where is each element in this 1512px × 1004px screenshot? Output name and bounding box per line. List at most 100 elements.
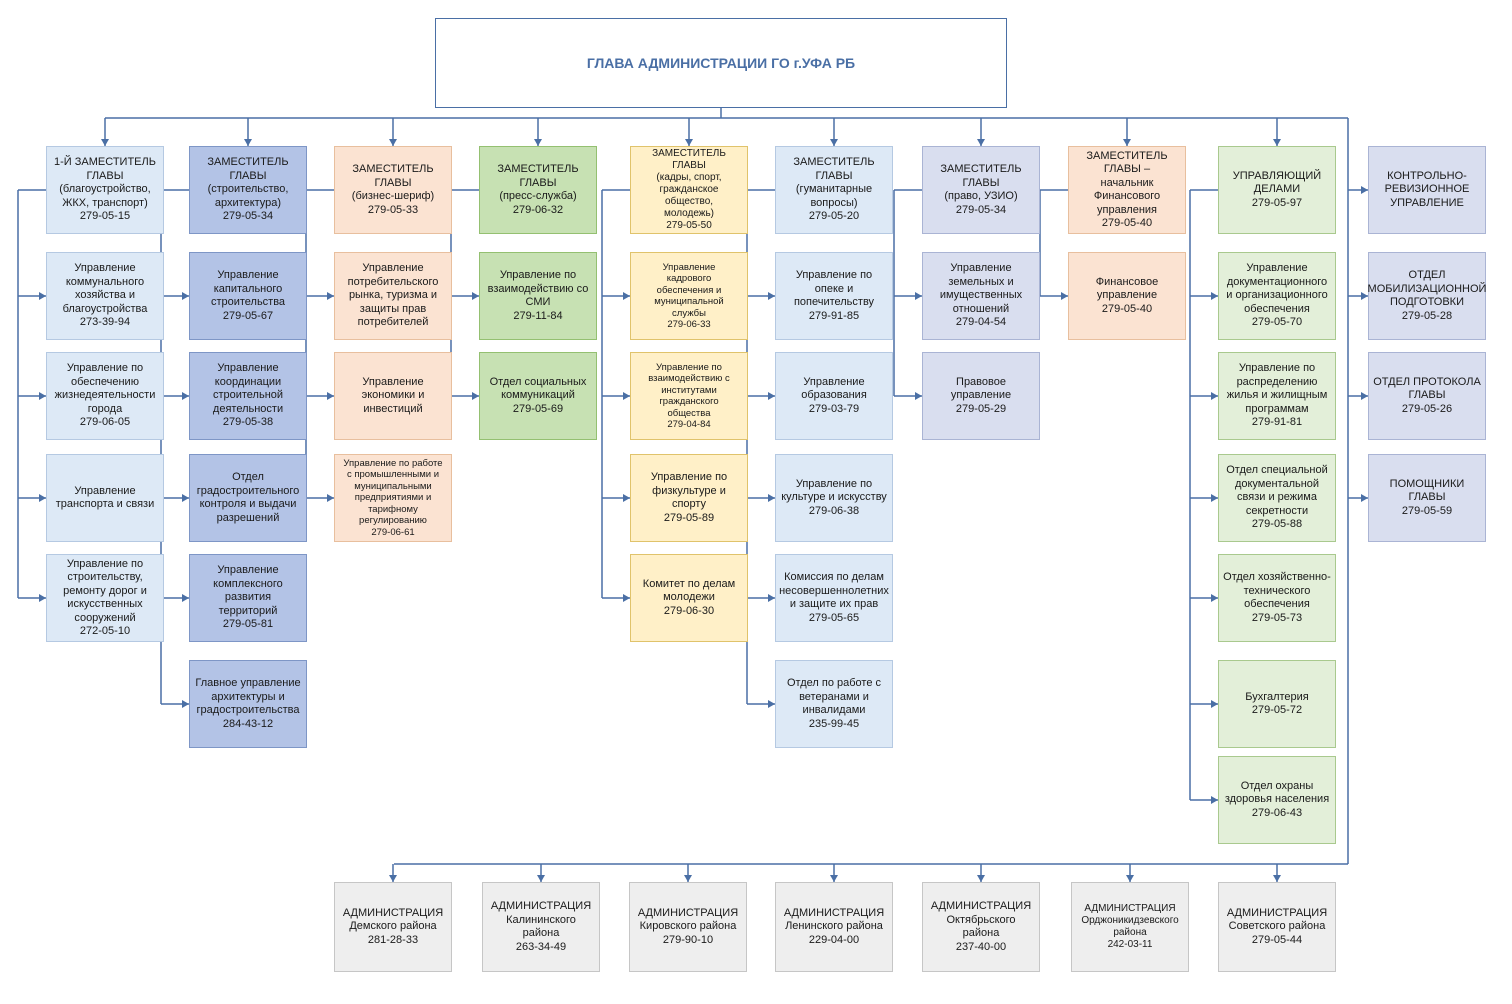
staff-box-1-label: ОТДЕЛ МОБИЛИЗАЦИОННОЙ ПОДГОТОВКИ 279-05-… xyxy=(1367,269,1487,322)
column-0-header[interactable]: 1-Й ЗАМЕСТИТЕЛЬ ГЛАВЫ (благоустройство, … xyxy=(46,146,164,234)
col-1-arrow xyxy=(244,139,252,146)
staff-box-1[interactable]: ОТДЕЛ МОБИЛИЗАЦИОННОЙ ПОДГОТОВКИ 279-05-… xyxy=(1368,252,1486,340)
column-6-unit-0[interactable]: Управление земельных и имущественных отн… xyxy=(922,252,1040,340)
column-1-unit-4[interactable]: Главное управление архитектуры и градост… xyxy=(189,660,307,748)
column-1-unit-0[interactable]: Управление капитального строительства 27… xyxy=(189,252,307,340)
col-3-arrow xyxy=(534,139,542,146)
column-1-unit-2[interactable]: Отдел градостроительного контроля и выда… xyxy=(189,454,307,542)
column-7-header-label: ЗАМЕСТИТЕЛЬ ГЛАВЫ – начальник Финансовог… xyxy=(1086,149,1168,230)
column-4-header[interactable]: ЗАМЕСТИТЕЛЬ ГЛАВЫ (кадры, спорт, граждан… xyxy=(630,146,748,234)
column-6-unit-1[interactable]: Правовое управление 279-05-29 xyxy=(922,352,1040,440)
column-3-unit-1-label: Отдел социальных коммуникаций 279-05-69 xyxy=(489,375,587,415)
column-2-unit-2-label: Управление по работе с промышленными и м… xyxy=(343,457,443,538)
column-5-unit-2[interactable]: Управление по культуре и искусству 279-0… xyxy=(775,454,893,542)
col-2-unit-1-arrow xyxy=(327,392,334,400)
column-3-unit-1[interactable]: Отдел социальных коммуникаций 279-05-69 xyxy=(479,352,597,440)
column-0-unit-0[interactable]: Управление коммунального хозяйства и бла… xyxy=(46,252,164,340)
column-8-unit-5-label: Отдел охраны здоровья населения 279-06-4… xyxy=(1224,779,1330,819)
column-0-unit-2-label: Управление транспорта и связи xyxy=(55,484,155,511)
staff-box-2[interactable]: ОТДЕЛ ПРОТОКОЛА ГЛАВЫ 279-05-26 xyxy=(1368,352,1486,440)
col-5-unit-1-arrow xyxy=(768,392,775,400)
column-0-unit-3-label: Управление по строительству, ремонту дор… xyxy=(63,557,147,638)
column-8-header[interactable]: УПРАВЛЯЮЩИЙ ДЕЛАМИ 279-05-97 xyxy=(1218,146,1336,234)
column-5-unit-3[interactable]: Комиссия по делам несовершеннолетних и з… xyxy=(775,554,893,642)
col-5-unit-3-arrow xyxy=(768,594,775,602)
column-1-unit-3[interactable]: Управление комплексного развития террито… xyxy=(189,554,307,642)
district-box-5[interactable]: АДМИНИСТРАЦИЯ Орджоникидзевского района … xyxy=(1071,882,1189,972)
column-3-header[interactable]: ЗАМЕСТИТЕЛЬ ГЛАВЫ (пресс-служба) 279-06-… xyxy=(479,146,597,234)
column-8-unit-1[interactable]: Управление по распределению жилья и жили… xyxy=(1218,352,1336,440)
staff-box-2-label: ОТДЕЛ ПРОТОКОЛА ГЛАВЫ 279-05-26 xyxy=(1373,375,1481,415)
column-2-header[interactable]: ЗАМЕСТИТЕЛЬ ГЛАВЫ (бизнес-шериф) 279-05-… xyxy=(334,146,452,234)
head-box[interactable]: ГЛАВА АДМИНИСТРАЦИИ ГО г.УФА РБ xyxy=(435,18,1007,108)
col-5-unit-0-arrow xyxy=(768,292,775,300)
column-7-header[interactable]: ЗАМЕСТИТЕЛЬ ГЛАВЫ – начальник Финансовог… xyxy=(1068,146,1186,234)
column-2-unit-1[interactable]: Управление экономики и инвестиций xyxy=(334,352,452,440)
district-box-2[interactable]: АДМИНИСТРАЦИЯ Кировского района 279-90-1… xyxy=(629,882,747,972)
column-2-unit-0[interactable]: Управление потребительского рынка, туриз… xyxy=(334,252,452,340)
staff-box-3-label: ПОМОЩНИКИ ГЛАВЫ 279-05-59 xyxy=(1389,477,1465,517)
column-6-header[interactable]: ЗАМЕСТИТЕЛЬ ГЛАВЫ (право, УЗИО) 279-05-3… xyxy=(922,146,1040,234)
district-box-5-label: АДМИНИСТРАЦИЯ Орджоникидзевского района … xyxy=(1081,903,1179,950)
district-box-6-label: АДМИНИСТРАЦИЯ Советского района 279-05-4… xyxy=(1226,906,1328,946)
district-box-3-label: АДМИНИСТРАЦИЯ Ленинского района 229-04-0… xyxy=(783,906,885,946)
col-8-unit-1-arrow xyxy=(1211,392,1218,400)
district-box-4-label: АДМИНИСТРАЦИЯ Октябрьского района 237-40… xyxy=(930,900,1032,953)
column-4-unit-0[interactable]: Управление кадрового обеспечения и муниц… xyxy=(630,252,748,340)
column-8-unit-2[interactable]: Отдел специальной документальной связи и… xyxy=(1218,454,1336,542)
column-5-unit-4-label: Отдел по работе с ветеранами и инвалидам… xyxy=(786,677,881,730)
column-1-unit-1[interactable]: Управление координации строительной деят… xyxy=(189,352,307,440)
col-5-unit-2-arrow xyxy=(768,494,775,502)
column-4-unit-1[interactable]: Управление по взаимодействию с института… xyxy=(630,352,748,440)
district-box-0[interactable]: АДМИНИСТРАЦИЯ Демского района 281-28-33 xyxy=(334,882,452,972)
col-3-unit-0-arrow xyxy=(472,292,479,300)
col-1-unit-3-arrow xyxy=(182,594,189,602)
column-8-unit-4[interactable]: Бухгалтерия 279-05-72 xyxy=(1218,660,1336,748)
column-8-unit-3[interactable]: Отдел хозяйственно- технического обеспеч… xyxy=(1218,554,1336,642)
column-4-unit-2-label: Управление по физкультуре и спорту 279-0… xyxy=(650,471,728,524)
column-0-unit-1-label: Управление по обеспечению жизнедеятельно… xyxy=(54,362,156,429)
column-5-unit-1-label: Управление образования 279-03-79 xyxy=(801,375,867,415)
district-box-1[interactable]: АДМИНИСТРАЦИЯ Калининского района 263-34… xyxy=(482,882,600,972)
col-1-unit-2-arrow xyxy=(182,494,189,502)
column-5-unit-4[interactable]: Отдел по работе с ветеранами и инвалидам… xyxy=(775,660,893,748)
column-1-header[interactable]: ЗАМЕСТИТЕЛЬ ГЛАВЫ (строительство, архите… xyxy=(189,146,307,234)
staff-box-3[interactable]: ПОМОЩНИКИ ГЛАВЫ 279-05-59 xyxy=(1368,454,1486,542)
column-5-unit-2-label: Управление по культуре и искусству 279-0… xyxy=(781,477,887,517)
district-3-arrow xyxy=(830,875,838,882)
column-8-unit-5[interactable]: Отдел охраны здоровья населения 279-06-4… xyxy=(1218,756,1336,844)
col-4-unit-0-arrow xyxy=(623,292,630,300)
column-2-header-label: ЗАМЕСТИТЕЛЬ ГЛАВЫ (бизнес-шериф) 279-05-… xyxy=(351,163,435,216)
district-box-6[interactable]: АДМИНИСТРАЦИЯ Советского района 279-05-4… xyxy=(1218,882,1336,972)
district-box-3[interactable]: АДМИНИСТРАЦИЯ Ленинского района 229-04-0… xyxy=(775,882,893,972)
column-2-unit-2[interactable]: Управление по работе с промышленными и м… xyxy=(334,454,452,542)
col-2-unit-2-arrow xyxy=(327,494,334,502)
district-2-arrow xyxy=(684,875,692,882)
column-3-header-label: ЗАМЕСТИТЕЛЬ ГЛАВЫ (пресс-служба) 279-06-… xyxy=(497,163,579,216)
col-8-unit-5-arrow xyxy=(1211,796,1218,804)
column-4-unit-2[interactable]: Управление по физкультуре и спорту 279-0… xyxy=(630,454,748,542)
staff-box-0[interactable]: КОНТРОЛЬНО- РЕВИЗИОННОЕ УПРАВЛЕНИЕ xyxy=(1368,146,1486,234)
column-8-unit-0[interactable]: Управление документационного и организац… xyxy=(1218,252,1336,340)
column-0-unit-2[interactable]: Управление транспорта и связи xyxy=(46,454,164,542)
column-3-unit-0[interactable]: Управление по взаимодействию со СМИ 279-… xyxy=(479,252,597,340)
column-5-unit-0[interactable]: Управление по опеке и попечительству 279… xyxy=(775,252,893,340)
column-7-unit-0-label: Финансовое управление 279-05-40 xyxy=(1095,275,1159,315)
col-0-arrow xyxy=(101,139,109,146)
col-0-unit-1-arrow xyxy=(39,392,46,400)
district-box-4[interactable]: АДМИНИСТРАЦИЯ Октябрьского района 237-40… xyxy=(922,882,1040,972)
column-6-header-label: ЗАМЕСТИТЕЛЬ ГЛАВЫ (право, УЗИО) 279-05-3… xyxy=(940,163,1022,216)
column-5-unit-1[interactable]: Управление образования 279-03-79 xyxy=(775,352,893,440)
column-5-header[interactable]: ЗАМЕСТИТЕЛЬ ГЛАВЫ (гуманитарные вопросы)… xyxy=(775,146,893,234)
column-7-unit-0[interactable]: Финансовое управление 279-05-40 xyxy=(1068,252,1186,340)
column-0-unit-1[interactable]: Управление по обеспечению жизнедеятельно… xyxy=(46,352,164,440)
district-4-arrow xyxy=(977,875,985,882)
column-0-unit-3[interactable]: Управление по строительству, ремонту дор… xyxy=(46,554,164,642)
col-8-unit-2-arrow xyxy=(1211,494,1218,502)
staff-1-arrow xyxy=(1361,292,1368,300)
col-0-unit-0-arrow xyxy=(39,292,46,300)
column-8-header-label: УПРАВЛЯЮЩИЙ ДЕЛАМИ 279-05-97 xyxy=(1232,169,1322,209)
col-2-unit-0-arrow xyxy=(327,292,334,300)
column-4-unit-3[interactable]: Комитет по делам молодежи 279-06-30 xyxy=(630,554,748,642)
